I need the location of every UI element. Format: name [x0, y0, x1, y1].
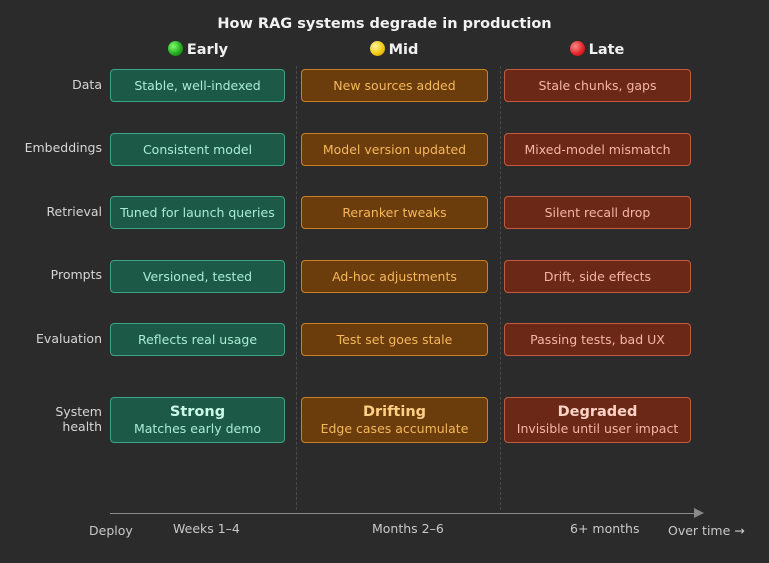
health-cell-mid: Drifting Edge cases accumulate — [301, 397, 488, 443]
cell-retrieval-early: Tuned for launch queries — [110, 196, 285, 229]
health-title: Degraded — [557, 404, 638, 420]
column-label: Early — [186, 42, 229, 58]
cell-data-mid: New sources added — [301, 69, 488, 102]
column-divider — [296, 66, 297, 510]
cell-embeddings-mid: Model version updated — [301, 133, 488, 166]
timeline-end-label: Over time → — [668, 523, 745, 538]
diagram-title: How RAG systems degrade in production — [217, 16, 552, 32]
timeline-tick-late: 6+ months — [570, 521, 640, 536]
cell-evaluation-late: Passing tests, bad UX — [504, 323, 691, 356]
column-divider — [500, 66, 501, 510]
cell-evaluation-mid: Test set goes stale — [301, 323, 488, 356]
timeline-tick-weeks: Weeks 1–4 — [173, 521, 240, 536]
cell-data-early: Stable, well-indexed — [110, 69, 285, 102]
health-subtitle: Invisible until user impact — [516, 421, 679, 436]
health-title: Strong — [169, 404, 226, 420]
yellow-circle-icon — [369, 41, 385, 56]
row-label-line: health — [62, 419, 102, 434]
timeline-arrow-icon — [694, 508, 704, 518]
row-label-system-health: System health — [0, 404, 102, 434]
cell-evaluation-early: Reflects real usage — [110, 323, 285, 356]
cell-prompts-mid: Ad-hoc adjustments — [301, 260, 488, 293]
health-title: Drifting — [362, 404, 427, 420]
health-cell-late: Degraded Invisible until user impact — [504, 397, 691, 443]
health-cell-early: Strong Matches early demo — [110, 397, 285, 443]
column-label: Late — [588, 42, 625, 58]
cell-data-late: Stale chunks, gaps — [504, 69, 691, 102]
cell-embeddings-early: Consistent model — [110, 133, 285, 166]
cell-embeddings-late: Mixed-model mismatch — [504, 133, 691, 166]
timeline-start-label: Deploy — [89, 523, 133, 538]
column-header-late: Late — [497, 41, 697, 58]
row-label-line: System — [55, 404, 102, 419]
cell-prompts-early: Versioned, tested — [110, 260, 285, 293]
red-circle-icon — [569, 41, 585, 56]
column-label: Mid — [388, 42, 419, 58]
cell-retrieval-mid: Reranker tweaks — [301, 196, 488, 229]
cell-prompts-late: Drift, side effects — [504, 260, 691, 293]
row-label-prompts: Prompts — [50, 267, 102, 282]
timeline-tick-months: Months 2–6 — [372, 521, 444, 536]
row-label-evaluation: Evaluation — [36, 331, 102, 346]
timeline-axis — [110, 513, 700, 514]
row-label-data: Data — [72, 77, 102, 92]
health-subtitle: Edge cases accumulate — [320, 421, 469, 436]
green-circle-icon — [167, 41, 183, 56]
row-label-embeddings: Embeddings — [24, 140, 102, 155]
cell-retrieval-late: Silent recall drop — [504, 196, 691, 229]
column-header-mid: Mid — [294, 41, 494, 58]
health-subtitle: Matches early demo — [133, 421, 262, 436]
column-header-early: Early — [98, 41, 298, 58]
row-label-retrieval: Retrieval — [46, 204, 102, 219]
